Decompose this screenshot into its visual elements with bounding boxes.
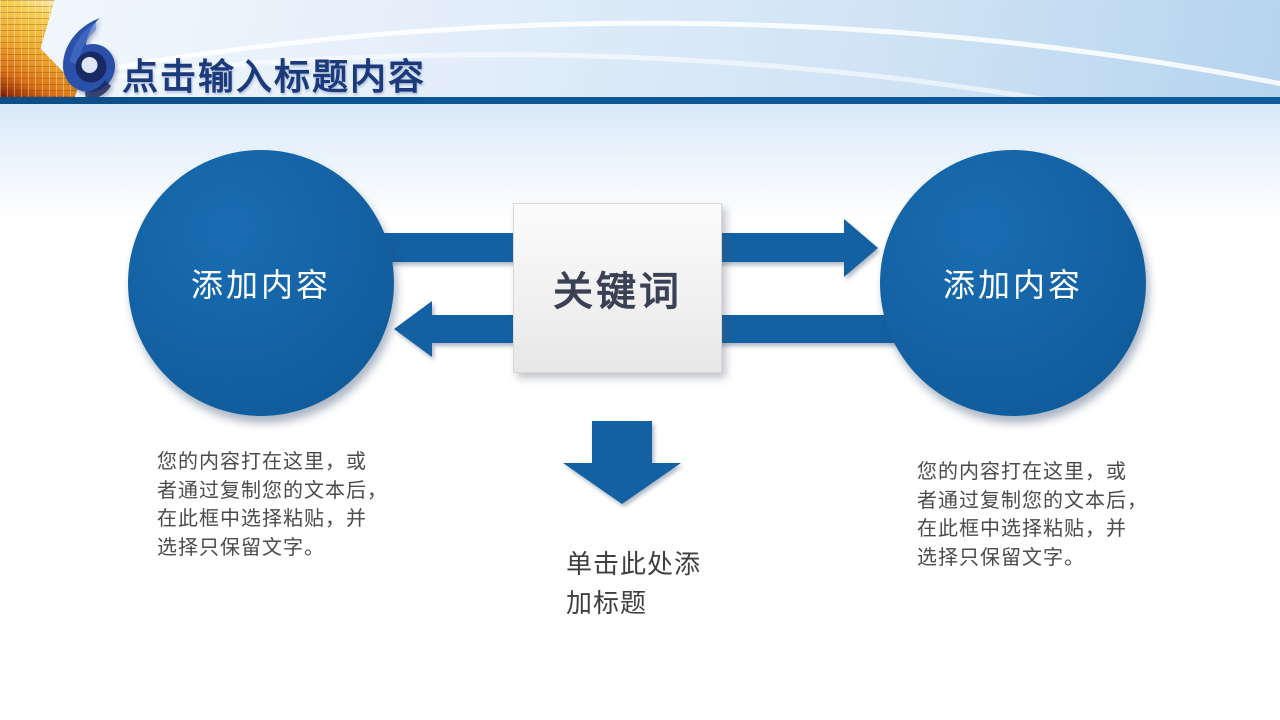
right-circle-label: 添加内容 <box>942 267 1083 303</box>
slide-title-placeholder[interactable]: 点击输入标题内容 <box>122 56 427 97</box>
down-pointing-arrow <box>563 421 681 505</box>
right-caption-placeholder[interactable]: 您的内容打在这里，或者通过复制您的文本后，在此框中选择粘贴，并选择只保留文字。 <box>917 461 1148 569</box>
header-banner: 点击输入标题内容 <box>0 0 1280 97</box>
bottom-caption-placeholder[interactable]: 单击此处添加标题 <box>566 549 702 618</box>
left-caption-placeholder[interactable]: 您的内容打在这里，或者通过复制您的文本后，在此框中选择粘贴，并选择只保留文字。 <box>157 451 388 559</box>
left-content-circle[interactable]: 添加内容 <box>128 150 394 416</box>
right-content-circle[interactable]: 添加内容 <box>880 150 1146 416</box>
header-divider <box>0 97 1280 104</box>
swirl-logo-icon <box>56 16 120 97</box>
arrow-head <box>394 301 432 357</box>
keyword-label: 关键词 <box>553 270 682 314</box>
arrow-shaft <box>592 421 652 464</box>
left-circle-label: 添加内容 <box>190 267 331 303</box>
arrow-head <box>563 463 681 504</box>
arrow-head <box>844 219 878 277</box>
keyword-box[interactable]: 关键词 <box>513 203 722 373</box>
